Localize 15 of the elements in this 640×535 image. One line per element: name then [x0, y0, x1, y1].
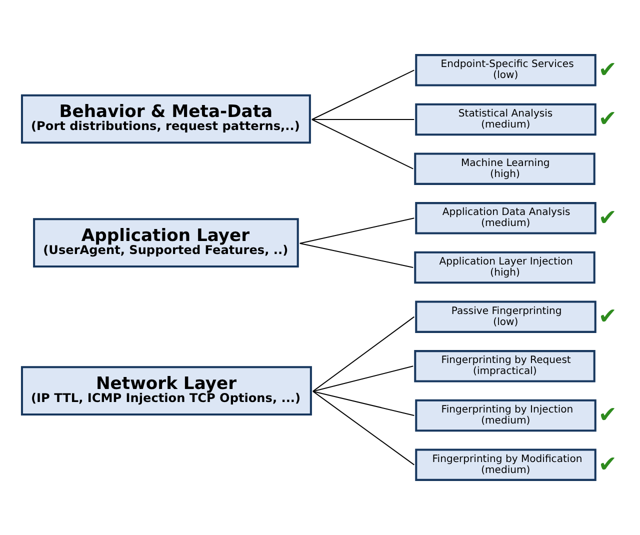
connector — [312, 119, 414, 170]
connector — [312, 316, 414, 392]
node-label: ✔ — [598, 402, 617, 428]
connector — [312, 390, 414, 466]
node-label: ✔ — [598, 204, 617, 231]
connector — [312, 70, 414, 120]
connector — [312, 390, 414, 416]
connector — [312, 119, 414, 120]
connector — [300, 242, 414, 268]
connector — [300, 218, 414, 244]
connector — [312, 366, 414, 392]
node-label: ✔ — [598, 56, 617, 83]
node-label: ✔ — [598, 451, 617, 478]
node-label: ✔ — [598, 303, 617, 330]
node-label: ✔ — [598, 106, 617, 132]
